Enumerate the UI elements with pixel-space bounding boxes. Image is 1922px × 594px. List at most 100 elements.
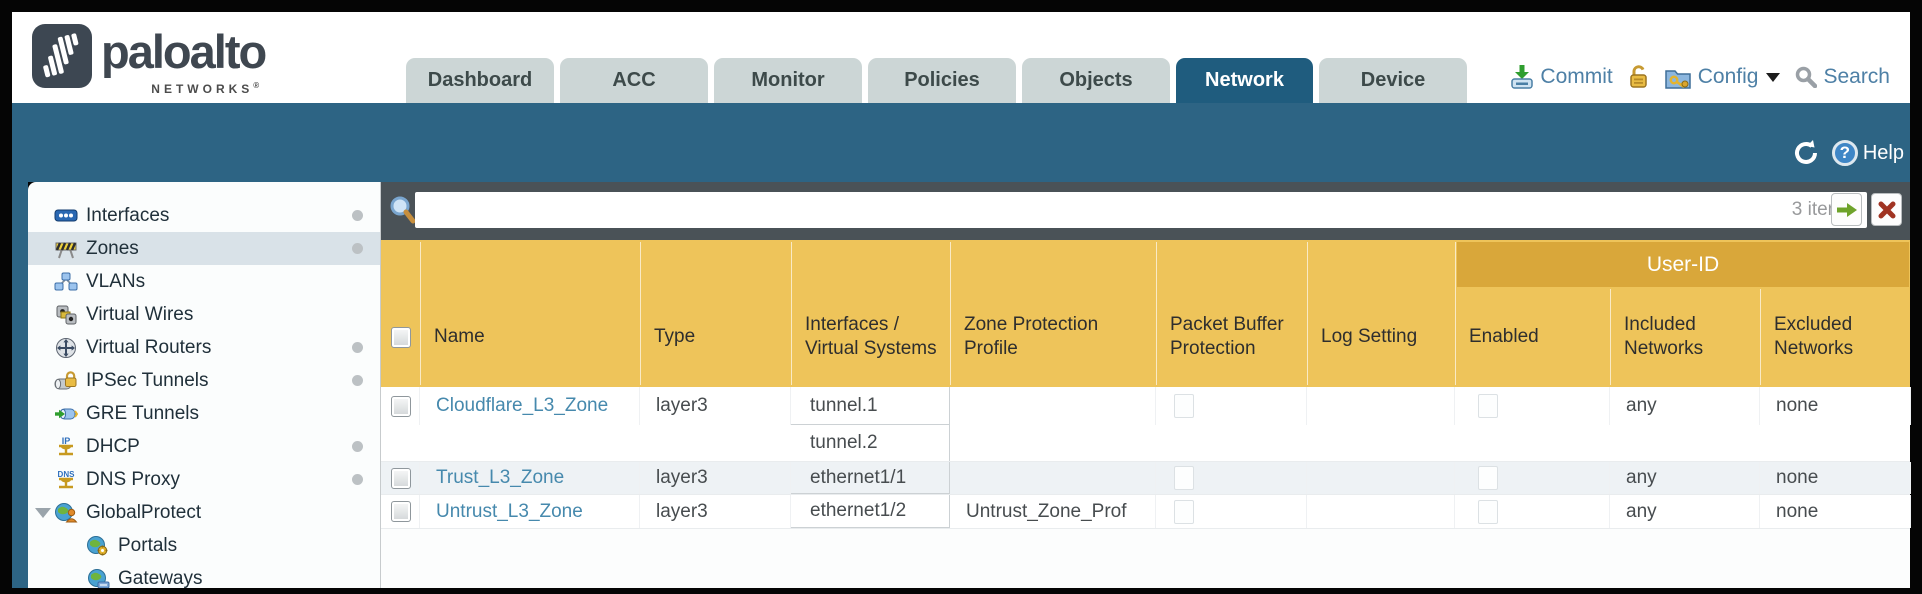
zone-name-link[interactable]: Untrust_L3_Zone [436, 500, 583, 522]
column-divider [791, 242, 792, 385]
red-x-icon [1878, 201, 1895, 218]
vlans-icon [54, 271, 78, 293]
column-header-label: Zone Protection Profile [964, 314, 1099, 359]
status-dot [352, 210, 363, 221]
sidebar-item-gateways[interactable]: Gateways [28, 562, 380, 588]
sidebar-item-label: VLANs [86, 270, 146, 292]
column-header-log-setting[interactable]: Log Setting [1307, 287, 1455, 387]
ipsec-tunnels-icon [54, 370, 78, 392]
tab-policies[interactable]: Policies [868, 58, 1016, 103]
tab-objects[interactable]: Objects [1022, 58, 1170, 103]
user-id-enabled-checkbox[interactable] [1478, 499, 1498, 524]
clear-filter-button[interactable] [1871, 193, 1902, 226]
select-all-checkbox[interactable] [391, 326, 411, 348]
zones-icon [54, 238, 78, 260]
filter-search-icon[interactable] [388, 195, 418, 227]
cell-excluded-networks: none [1760, 495, 1911, 528]
user-id-enabled-checkbox[interactable] [1478, 466, 1498, 490]
commit-label: Commit [1540, 65, 1613, 88]
sidebar-item-globalprotect[interactable]: GlobalProtect [28, 496, 380, 529]
row-select-checkbox[interactable] [391, 467, 411, 489]
column-divider [640, 242, 641, 385]
row-select-checkbox[interactable] [391, 395, 411, 417]
interface-name: ethernet1/2 [791, 495, 949, 528]
search-button[interactable]: Search [1795, 65, 1890, 89]
banner-actions: ? Help [1792, 139, 1904, 167]
row-select-checkbox[interactable] [391, 501, 411, 522]
sidebar-item-vlans[interactable]: VLANs [28, 265, 380, 298]
column-header-enabled[interactable]: Enabled [1455, 287, 1610, 387]
cell-name: Untrust_L3_Zone [420, 495, 640, 528]
cell-zone-protection-profile [950, 387, 1156, 425]
included-networks-value: any [1626, 395, 1657, 416]
refresh-icon[interactable] [1792, 139, 1820, 167]
cell-type: layer3 [640, 387, 791, 425]
cell-log-setting [1307, 495, 1455, 528]
user-id-enabled-checkbox[interactable] [1478, 394, 1498, 418]
column-header-label: Packet Buffer Protection [1170, 314, 1284, 359]
column-header-label: Interfaces / Virtual Systems [805, 314, 937, 359]
sidebar-item-virtual-routers[interactable]: Virtual Routers [28, 331, 380, 364]
utility-bar: Commit Config [1510, 57, 1890, 97]
lock-icon[interactable] [1628, 64, 1649, 90]
column-header-zone-protection-profile[interactable]: Zone Protection Profile [950, 287, 1156, 387]
cell-enabled [1455, 462, 1610, 494]
included-networks-value: any [1626, 467, 1657, 488]
tab-monitor[interactable]: Monitor [714, 58, 862, 103]
column-header-type[interactable]: Type [640, 287, 791, 387]
column-divider [1307, 242, 1308, 385]
cell-type: layer3 [640, 462, 791, 494]
zone-name-link[interactable]: Trust_L3_Zone [436, 467, 565, 488]
sidebar-item-virtual-wires[interactable]: Virtual Wires [28, 298, 380, 331]
excluded-networks-value: none [1776, 395, 1819, 416]
commit-button[interactable]: Commit [1510, 64, 1613, 91]
cell-packet-buffer-protection [1156, 495, 1307, 528]
cell-included-networks: any [1610, 387, 1760, 425]
cell-name: Cloudflare_L3_Zone [420, 387, 640, 425]
paloalto-logo-icon [32, 24, 92, 88]
sidebar-item-portals[interactable]: Portals [28, 529, 380, 562]
sidebar-item-ipsec-tunnels[interactable]: IPSec Tunnels [28, 364, 380, 397]
column-header-included-networks[interactable]: Included Networks [1610, 287, 1760, 387]
column-divider [1455, 242, 1456, 385]
status-dot [352, 342, 363, 353]
cell-zone-protection-profile: Untrust_Zone_Prof [950, 495, 1156, 528]
filter-field: 3 items [415, 192, 1867, 228]
sidebar-item-label: Interfaces [86, 204, 170, 226]
commit-icon [1511, 64, 1534, 89]
cell-enabled [1455, 387, 1610, 425]
sidebar-item-label: IPSec Tunnels [86, 369, 209, 391]
filter-input[interactable] [415, 199, 1792, 221]
column-header-excluded-networks[interactable]: Excluded Networks [1760, 287, 1910, 387]
column-header-label: Type [654, 326, 696, 347]
packet-buffer-protection-checkbox[interactable] [1174, 394, 1194, 418]
sidebar-item-interfaces[interactable]: Interfaces [28, 199, 380, 232]
sidebar-item-zones[interactable]: Zones [28, 232, 380, 265]
column-header-name[interactable]: Name [420, 287, 640, 387]
dhcp-icon: IP [54, 436, 78, 458]
packet-buffer-protection-checkbox[interactable] [1174, 466, 1194, 490]
packet-buffer-protection-checkbox[interactable] [1174, 499, 1194, 524]
sidebar-item-label: Virtual Routers [86, 336, 212, 358]
column-header-packet-buffer-protection[interactable]: Packet Buffer Protection [1156, 287, 1307, 387]
tab-acc[interactable]: ACC [560, 58, 708, 103]
column-header-interfaces[interactable]: Interfaces / Virtual Systems [791, 287, 950, 387]
zone-type: layer3 [656, 500, 708, 522]
tab-network[interactable]: Network [1176, 58, 1313, 103]
apply-filter-button[interactable] [1831, 193, 1862, 226]
zone-name-link[interactable]: Cloudflare_L3_Zone [436, 395, 609, 416]
sidebar-item-gre-tunnels[interactable]: GRE Tunnels [28, 397, 380, 430]
column-header-label: Name [434, 326, 485, 347]
interface-name: tunnel.2 [791, 425, 949, 461]
tab-dashboard[interactable]: Dashboard [406, 58, 554, 103]
config-menu-button[interactable]: Config [1664, 65, 1781, 90]
tab-device[interactable]: Device [1319, 58, 1467, 103]
expander-triangle-icon[interactable] [35, 508, 51, 518]
help-icon: ? [1831, 140, 1858, 166]
help-button[interactable]: ? Help [1831, 140, 1904, 166]
excluded-networks-value: none [1776, 500, 1819, 522]
